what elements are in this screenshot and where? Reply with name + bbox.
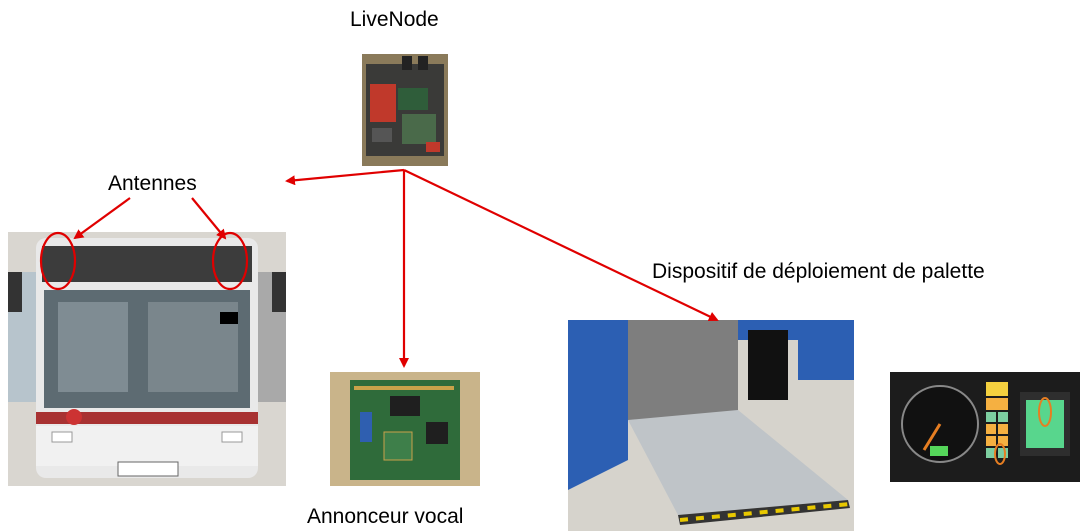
bus-front-photo [8,232,286,486]
livenode-board-photo [362,54,448,166]
palette-label: Dispositif de déploiement de palette [652,260,985,283]
arrow-antennes-right [191,197,227,240]
antenna-circle-left [39,231,77,291]
arrow-to-palette [403,169,719,322]
dashboard-photo [890,372,1080,482]
arrow-to-antennes [285,168,405,186]
antenna-circle-right [211,231,249,291]
antennes-label: Antennes [108,172,197,195]
voice-announcer-board-photo [330,372,480,486]
annonceur-label: Annonceur vocal [307,505,464,528]
livenode-label: LiveNode [350,8,439,31]
arrow-antennes-left [73,197,131,240]
ramp-photo [568,320,854,531]
